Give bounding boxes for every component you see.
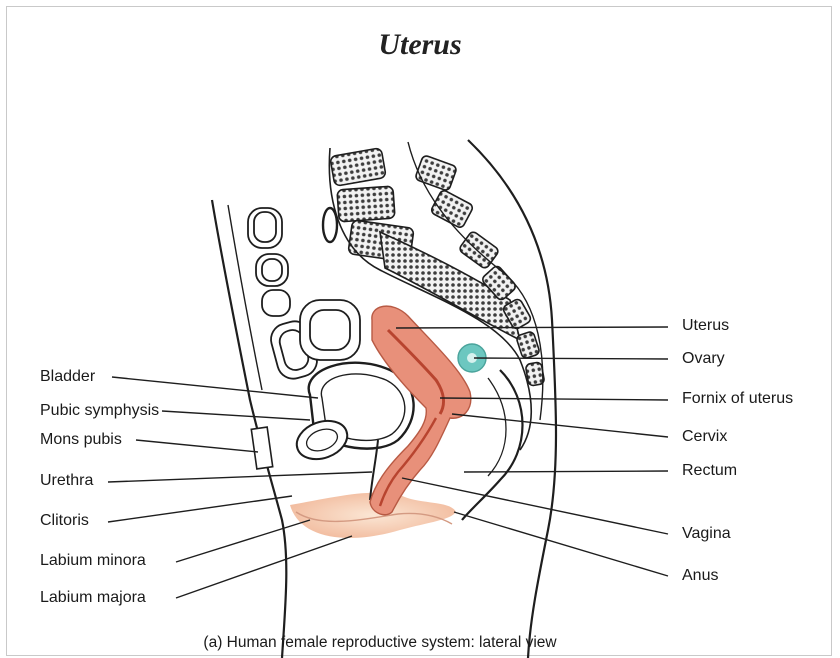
label-cervix: Cervix [682, 428, 727, 446]
label-mons-pubis: Mons pubis [40, 431, 122, 449]
label-vagina: Vagina [682, 525, 731, 543]
figure-caption: (a) Human female reproductive system: la… [0, 634, 760, 652]
label-rectum: Rectum [682, 462, 737, 480]
label-bladder: Bladder [40, 368, 95, 386]
label-uterus: Uterus [682, 317, 729, 335]
foramen [323, 208, 337, 242]
label-labium-majora: Labium majora [40, 589, 146, 607]
label-urethra: Urethra [40, 472, 93, 490]
label-anus: Anus [682, 567, 718, 585]
label-fornix-of-uterus: Fornix of uterus [682, 390, 793, 408]
label-ovary: Ovary [682, 350, 725, 368]
label-labium-minora: Labium minora [40, 552, 146, 570]
label-clitoris: Clitoris [40, 512, 89, 530]
label-pubic-symphysis: Pubic symphysis [40, 402, 159, 420]
mons-pubis-pad [251, 427, 272, 469]
